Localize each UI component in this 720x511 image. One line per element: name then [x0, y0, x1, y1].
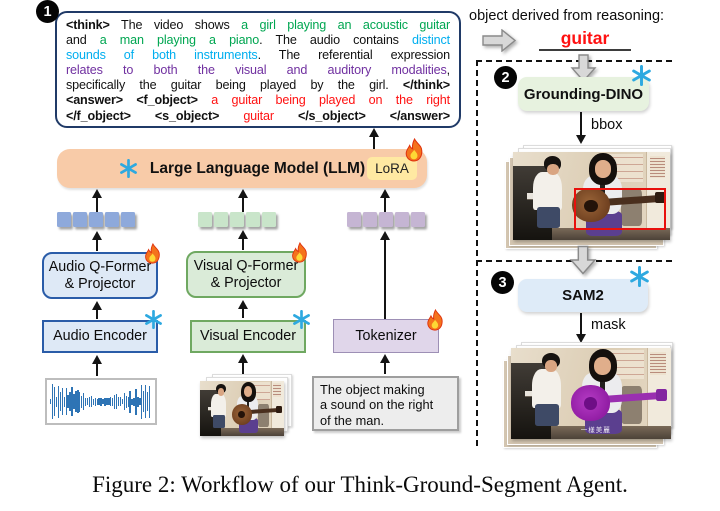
visual-token-embeddings: [198, 212, 277, 227]
step-2-badge: 2: [494, 66, 517, 89]
snowflake-icon: [293, 310, 310, 329]
block-arrow-right-icon: [482, 29, 516, 52]
snowflake-icon: [630, 266, 649, 287]
arrow-visual-tokens-to-llm: [238, 189, 248, 212]
grounded-video-frames: [505, 145, 673, 251]
arrow-audio-to-encoder: [92, 355, 102, 376]
snowflake-icon: [145, 310, 162, 329]
flame-icon: [145, 243, 160, 264]
audio-token-embeddings: [57, 212, 136, 227]
arrow-gdino-to-frames: [576, 112, 586, 144]
step-3-badge: 3: [491, 271, 514, 294]
arrow-sam2-to-frames: [576, 313, 586, 343]
mask-output-label: mask: [591, 317, 626, 333]
block-arrow-down-icon: [570, 54, 597, 82]
arrow-prompt-to-tokenizer: [380, 354, 390, 374]
arrow-llm-to-output: [369, 128, 379, 150]
dashed-region-border: [476, 60, 672, 62]
video-frame-photo: [200, 381, 284, 436]
step-1-badge: 1: [36, 0, 59, 23]
figure-caption: Figure 2: Workflow of our Think-Ground-S…: [92, 472, 628, 497]
reasoning-output-box: <think> The video shows a girl playing a…: [55, 11, 461, 128]
arrow-video-to-encoder: [238, 354, 248, 375]
arrow-visual-qformer-to-tokens: [238, 230, 248, 250]
arrow-tokenizer-to-tokens: [380, 231, 390, 319]
sam2-box: SAM2: [518, 279, 648, 312]
derived-object-underline: [539, 49, 631, 52]
flame-icon: [405, 138, 423, 162]
arrow-visual-encoder-to-qformer: [238, 300, 248, 318]
guitar-bounding-box: [574, 188, 667, 230]
tokenizer-box: Tokenizer: [333, 319, 439, 353]
video-frame-photo: [513, 152, 670, 240]
arrow-audio-encoder-to-qformer: [92, 301, 102, 319]
dashed-region-border: [476, 60, 478, 446]
flame-icon: [292, 242, 307, 263]
visual-qformer-box: Visual Q-Former& Projector: [186, 251, 306, 298]
lora-adapter: LoRA: [367, 157, 417, 180]
frame-watermark: 一樣美麗: [580, 427, 611, 435]
bbox-output-label: bbox: [591, 117, 623, 133]
audio-encoder-box: Audio Encoder: [42, 320, 158, 353]
derived-object-label: object derived from reasoning:: [469, 8, 665, 24]
block-arrow-down-icon: [569, 245, 597, 275]
arrow-audio-tokens-to-llm: [92, 189, 102, 212]
snowflake-icon: [632, 65, 651, 86]
visual-encoder-box: Visual Encoder: [190, 320, 306, 353]
grounding-dino-box: Grounding-DINO: [518, 77, 649, 111]
text-token-embeddings: [347, 212, 426, 227]
video-frame-photo-masked: 一樣美麗: [511, 348, 671, 439]
derived-object-text: guitar: [560, 28, 610, 48]
segmented-video-frames: 一樣美麗: [503, 342, 673, 448]
llm-box: Large Language Model (LLM) LoRA: [57, 149, 427, 188]
video-frames-input: [200, 374, 292, 437]
flame-icon: [427, 309, 443, 331]
audio-waveform-input: [45, 378, 157, 425]
audio-qformer-box: Audio Q-Former& Projector: [42, 252, 158, 299]
llm-label: Large Language Model (LLM): [149, 159, 366, 177]
arrow-audio-qformer-to-tokens: [92, 231, 102, 251]
snowflake-icon: [119, 159, 137, 178]
arrow-text-tokens-to-llm: [380, 189, 390, 212]
